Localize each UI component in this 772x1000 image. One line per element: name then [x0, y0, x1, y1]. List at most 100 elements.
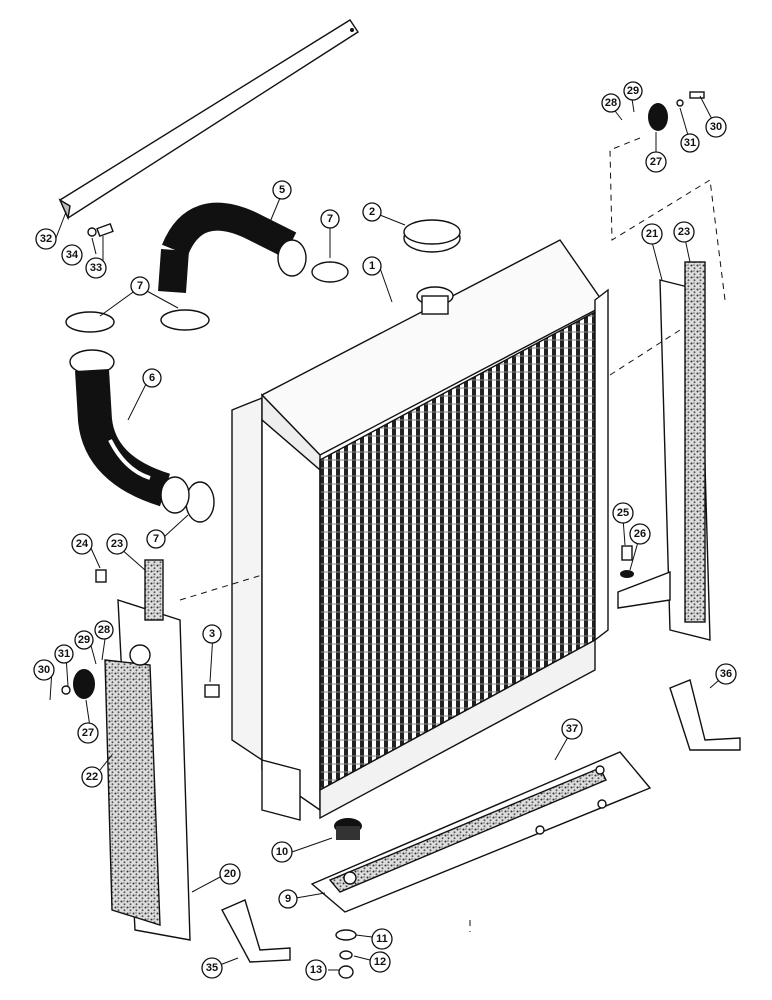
callout-31b: 31: [680, 133, 700, 153]
svg-text:34: 34: [66, 249, 79, 261]
svg-text:21: 21: [646, 228, 658, 240]
callout-2: 2: [362, 202, 382, 222]
callout-28a: 28: [94, 620, 114, 640]
callout-29b: 29: [623, 81, 643, 101]
callout-5: 5: [272, 180, 292, 200]
callout-33: 33: [85, 257, 107, 279]
callout-22: 22: [81, 766, 103, 788]
top-support-bar: [58, 19, 359, 221]
drain-plug-10: [334, 818, 362, 840]
bolt-33: [96, 222, 114, 238]
svg-text:2: 2: [369, 206, 375, 218]
svg-text:20: 20: [224, 868, 236, 880]
svg-text:29: 29: [78, 634, 90, 646]
lower-hose: [69, 349, 190, 514]
radiator-core: [231, 239, 609, 821]
callout-35: 35: [201, 957, 223, 979]
hose-clamp-7c: [160, 309, 210, 331]
svg-text:7: 7: [153, 533, 159, 545]
svg-text:6: 6: [149, 372, 155, 384]
svg-text:28: 28: [98, 624, 110, 636]
svg-text:32: 32: [40, 233, 52, 245]
hose-clamp-7a: [311, 261, 349, 283]
hose-clamp-7d: [185, 481, 215, 523]
callout-21: 21: [641, 223, 663, 245]
callout-32: 32: [35, 228, 57, 250]
callout-9: 9: [278, 889, 298, 909]
callout-27b: 27: [645, 151, 667, 173]
callout-34: 34: [61, 244, 83, 266]
svg-text:26: 26: [634, 528, 646, 540]
svg-text:35: 35: [206, 962, 218, 974]
callout-11: 11: [371, 928, 393, 950]
bracket-35: [221, 899, 291, 963]
svg-text:30: 30: [38, 664, 50, 676]
svg-text:12: 12: [374, 956, 386, 968]
nut-12-13: [338, 950, 354, 979]
svg-text:7: 7: [137, 280, 143, 292]
svg-text:24: 24: [76, 538, 89, 550]
svg-text:37: 37: [566, 723, 578, 735]
svg-text:3: 3: [209, 628, 215, 640]
callout-23a: 23: [106, 533, 128, 555]
svg-text:31: 31: [684, 137, 696, 149]
callout-3: 3: [202, 624, 222, 644]
callout-23b: 23: [673, 221, 695, 243]
callout-20: 20: [219, 863, 241, 885]
petcock-3: [204, 684, 220, 698]
right-baffle: [617, 261, 711, 641]
svg-text:33: 33: [90, 262, 102, 274]
washer-34: [87, 227, 97, 237]
left-rubber-mount: [61, 669, 95, 699]
callout-7b: 7: [130, 276, 150, 296]
svg-text:23: 23: [111, 538, 123, 550]
svg-text:22: 22: [86, 771, 98, 783]
left-baffle: [104, 559, 191, 941]
svg-text:23: 23: [678, 226, 690, 238]
callout-36: 36: [715, 663, 737, 685]
svg-text:27: 27: [650, 156, 662, 168]
svg-text:5: 5: [279, 184, 285, 196]
svg-text:31: 31: [58, 648, 70, 660]
callout-27a: 27: [77, 722, 99, 744]
right-rubber-mount: [648, 91, 705, 131]
callout-26: 26: [629, 523, 651, 545]
svg-text:9: 9: [285, 893, 291, 905]
callout-6: 6: [142, 368, 162, 388]
svg-text:11: 11: [376, 933, 388, 945]
bottom-plate: [310, 751, 652, 913]
svg-text:36: 36: [720, 668, 732, 680]
svg-text:28: 28: [605, 97, 617, 109]
washer-11: [335, 929, 357, 941]
clip-24: [95, 569, 107, 583]
bolt-25: [620, 545, 634, 578]
svg-text:10: 10: [276, 846, 288, 858]
callout-30a: 30: [33, 659, 55, 681]
svg-text:27: 27: [82, 727, 94, 739]
hose-clamp-7b: [65, 311, 115, 333]
callout-13: 13: [305, 959, 327, 981]
guide-lines: [179, 137, 726, 932]
callout-1: 1: [362, 256, 382, 276]
callout-37: 37: [561, 718, 583, 740]
svg-text:30: 30: [710, 121, 722, 133]
svg-text:1: 1: [369, 260, 375, 272]
callout-28b: 28: [601, 93, 621, 113]
svg-text:25: 25: [617, 507, 629, 519]
callout-24: 24: [71, 533, 93, 555]
callout-7c: 7: [146, 529, 166, 549]
radiator-cap: [403, 219, 461, 253]
callout-10: 10: [271, 841, 293, 863]
svg-text:29: 29: [627, 85, 639, 97]
callout-12: 12: [369, 951, 391, 973]
callout-30b: 30: [705, 116, 727, 138]
svg-text:7: 7: [327, 213, 333, 225]
callout-29a: 29: [74, 630, 94, 650]
callout-31a: 31: [54, 644, 74, 664]
callout-25: 25: [612, 502, 634, 524]
callout-7a: 7: [320, 209, 340, 229]
bracket-36: [669, 679, 741, 751]
upper-hose: [158, 202, 307, 293]
svg-text:13: 13: [310, 964, 322, 976]
